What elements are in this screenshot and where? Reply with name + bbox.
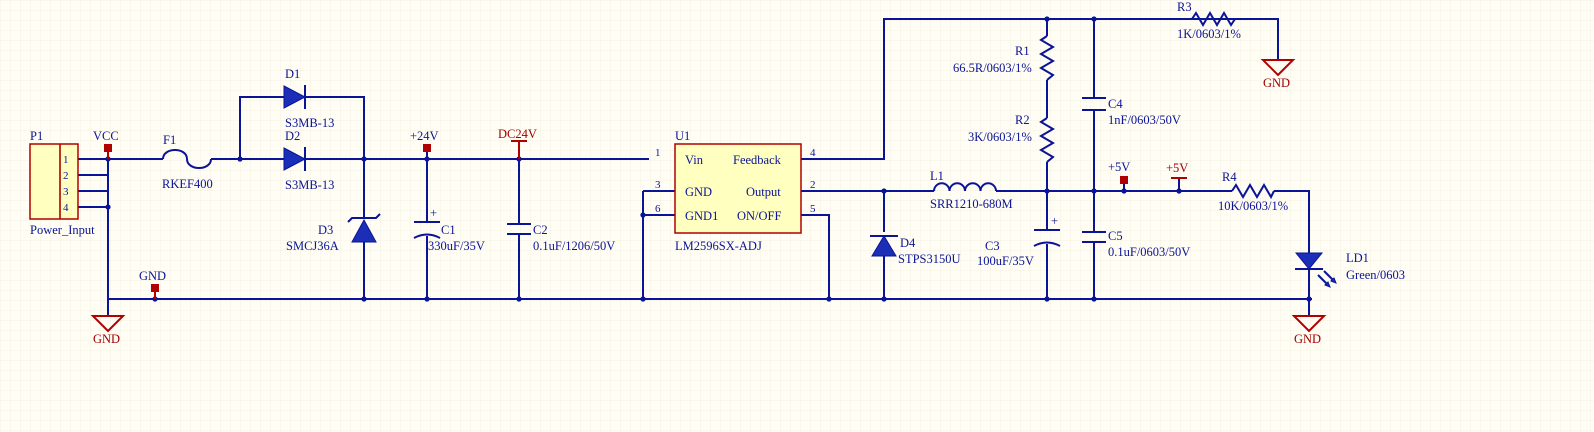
c1-polarity-icon: + — [430, 206, 437, 220]
plus5v-net-port-b[interactable]: +5V — [1166, 161, 1188, 179]
d3-value: SMCJ36A — [286, 239, 339, 253]
c1-capacitor[interactable]: + C1 330uF/35V — [413, 206, 485, 253]
p1-pin-1: 1 — [63, 154, 69, 166]
l1-ref: L1 — [930, 169, 944, 183]
d2-value: S3MB-13 — [285, 178, 334, 192]
d3-tvs-diode[interactable]: D3 SMCJ36A — [286, 213, 381, 253]
plus5v-net-label-a[interactable]: +5V — [1108, 160, 1130, 184]
c5-value: 0.1uF/0603/50V — [1108, 245, 1190, 259]
u1-pin-onoff: ON/OFF — [737, 209, 782, 223]
d4-ref: D4 — [900, 236, 916, 250]
c2-capacitor[interactable]: C2 0.1uF/1206/50V — [507, 223, 615, 253]
plus24v-text: +24V — [410, 129, 439, 143]
u1-pin-num-3: 3 — [655, 179, 661, 191]
u1-pin-output: Output — [746, 185, 781, 199]
plus5v-a-text: +5V — [1108, 160, 1130, 174]
r2-resistor[interactable]: R2 3K/0603/1% — [968, 113, 1055, 163]
plus24v-net-label[interactable]: +24V — [410, 129, 439, 152]
junctions — [105, 16, 1312, 302]
dc24v-text: DC24V — [498, 127, 537, 141]
d1-value: S3MB-13 — [285, 116, 334, 130]
u1-regulator-ic[interactable]: U1 LM2596SX-ADJ 1 3 6 Vin GND GND1 Feedb… — [655, 129, 816, 253]
p1-value: Power_Input — [30, 223, 95, 237]
ld1-led[interactable]: LD1 Green/0603 — [1294, 251, 1405, 288]
r2-ref: R2 — [1015, 113, 1030, 127]
l1-inductor[interactable]: L1 SRR1210-680M — [930, 169, 1013, 211]
wires — [78, 18, 1312, 316]
c4-ref: C4 — [1108, 97, 1123, 111]
p1-pin-3: 3 — [63, 186, 69, 198]
gnd-symbol-r3[interactable]: GND — [1260, 59, 1296, 90]
r2-value: 3K/0603/1% — [968, 130, 1032, 144]
vcc-label: VCC — [93, 129, 119, 143]
dc24v-net-port[interactable]: DC24V — [498, 127, 537, 159]
gnd-net-text: GND — [139, 269, 166, 283]
gnd-symbol-left[interactable]: GND — [90, 315, 126, 346]
plus5v-b-text: +5V — [1166, 161, 1188, 175]
p1-pin-4: 4 — [63, 202, 69, 214]
vcc-net-label[interactable]: VCC — [93, 129, 119, 159]
c1-ref: C1 — [441, 223, 456, 237]
ld1-ref: LD1 — [1346, 251, 1369, 265]
f1-ref: F1 — [163, 133, 176, 147]
d1-ref: D1 — [285, 67, 300, 81]
c1-value: 330uF/35V — [428, 239, 485, 253]
gnd-r3-text: GND — [1263, 76, 1290, 90]
r4-resistor[interactable]: R4 10K/0603/1% — [1218, 170, 1288, 213]
l1-value: SRR1210-680M — [930, 197, 1013, 211]
d4-schottky-diode[interactable]: D4 STPS3150U — [870, 235, 961, 266]
r1-value: 66.5R/0603/1% — [953, 61, 1032, 75]
gnd-ld1-text: GND — [1294, 332, 1321, 346]
c4-value: 1nF/0603/50V — [1108, 113, 1181, 127]
c4-capacitor[interactable]: C4 1nF/0603/50V — [1082, 97, 1181, 127]
c2-ref: C2 — [533, 223, 548, 237]
d3-ref: D3 — [318, 223, 333, 237]
r4-value: 10K/0603/1% — [1218, 199, 1288, 213]
f1-fuse[interactable]: F1 RKEF400 — [162, 133, 213, 191]
u1-pin-gnd1: GND1 — [685, 209, 718, 223]
c3-capacitor[interactable]: + C3 100uF/35V — [977, 214, 1061, 268]
c2-value: 0.1uF/1206/50V — [533, 239, 615, 253]
u1-pin-num-4: 4 — [810, 147, 816, 159]
f1-value: RKEF400 — [162, 177, 213, 191]
d2-diode[interactable]: D2 S3MB-13 — [283, 129, 334, 192]
r1-ref: R1 — [1015, 44, 1030, 58]
u1-pin-num-6: 6 — [655, 203, 661, 215]
u1-pin-feedback: Feedback — [733, 153, 782, 167]
u1-ref: U1 — [675, 129, 690, 143]
c5-ref: C5 — [1108, 229, 1123, 243]
u1-pin-num-5: 5 — [810, 203, 816, 215]
gnd-symbol-ld1[interactable]: GND — [1291, 315, 1327, 346]
c5-capacitor[interactable]: C5 0.1uF/0603/50V — [1082, 229, 1190, 259]
c3-polarity-icon: + — [1051, 214, 1058, 228]
gnd-net-label[interactable]: GND — [139, 269, 166, 299]
u1-pin-num-2: 2 — [810, 179, 816, 191]
u1-pin-gnd: GND — [685, 185, 712, 199]
d2-ref: D2 — [285, 129, 300, 143]
r4-ref: R4 — [1222, 170, 1237, 184]
gnd-left-text: GND — [93, 332, 120, 346]
r3-value: 1K/0603/1% — [1177, 27, 1241, 41]
p1-connector[interactable]: P1 Power_Input 1 2 3 4 — [29, 129, 95, 237]
r3-ref: R3 — [1177, 0, 1192, 14]
c3-ref: C3 — [985, 239, 1000, 253]
u1-value: LM2596SX-ADJ — [675, 239, 762, 253]
p1-pin-2: 2 — [63, 170, 69, 182]
u1-pin-vin: Vin — [685, 153, 704, 167]
d4-value: STPS3150U — [898, 252, 961, 266]
p1-ref: P1 — [30, 129, 43, 143]
d1-diode[interactable]: D1 S3MB-13 — [283, 67, 334, 130]
r1-resistor[interactable]: R1 66.5R/0603/1% — [953, 35, 1055, 81]
r3-resistor[interactable]: R3 1K/0603/1% — [1177, 0, 1241, 41]
ld1-value: Green/0603 — [1346, 268, 1405, 282]
c3-value: 100uF/35V — [977, 254, 1034, 268]
u1-pin-num-1: 1 — [655, 147, 661, 159]
